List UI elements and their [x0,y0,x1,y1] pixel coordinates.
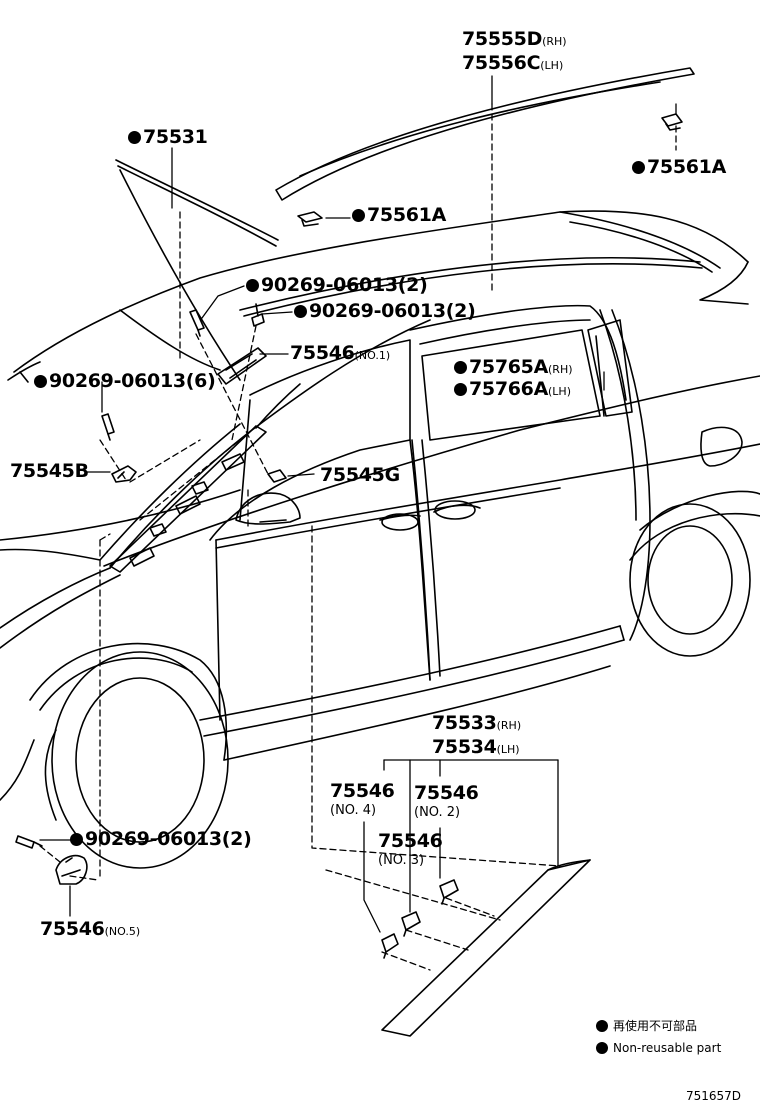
clip-75546-no2 [439,879,459,905]
callout-75533: 75533(RH) [432,714,521,733]
legend-dot [596,1020,608,1032]
part-number: 75561A [367,204,447,226]
callout-75545g: 75545G [320,466,400,485]
fastener-90269-a [189,309,205,337]
legend-english-text: Non-reusable part [613,1041,722,1055]
clip-75545b [111,465,137,483]
part-suffix: (NO.5) [104,925,141,938]
callout-75555d: 75555D(RH) [462,30,567,49]
part-number: 75545G [320,464,400,486]
callout-90269-06013-a: 90269-06013(2) [246,274,428,296]
clip-75546-no3 [401,911,421,937]
legend-english: Non-reusable part [596,1042,721,1054]
legend-japanese-text: 再使用不可部品 [613,1019,698,1033]
clip-75546-no4 [381,933,399,959]
part-suffix: (NO.1) [354,349,391,362]
legend-japanese: 再使用不可部品 [596,1020,697,1032]
part-suffix: (RH) [542,35,567,48]
part-number: 75556C [462,52,541,74]
part-number: 90269-06013(6) [49,370,216,392]
part-number: 75546 [414,782,479,804]
part-number: 75561A [647,156,727,178]
windshield-molding [115,159,279,247]
part-suffix: (LH) [548,385,571,398]
callout-75546-no2: 75546 (NO. 2) [414,782,479,820]
legend-dot [596,1042,608,1054]
part-number: 75546 [378,830,443,852]
fastener-90269-d [15,835,43,849]
part-suffix: (LH) [496,743,520,756]
part-suffix: (RH) [548,363,573,376]
a-pillar-garnish [109,383,301,573]
part-number: 75533 [432,712,497,734]
part-number: 90269-06013(2) [309,300,476,322]
clip-75545g [267,469,287,483]
callout-75765a: 75765A(RH) [454,358,573,377]
leader-lines [39,75,677,933]
callout-75561a-mid: 75561A [352,206,446,225]
callout-75546-no1: 75546(NO.1) [290,344,390,363]
callout-75546-no3: 75546 (NO. 3) [378,830,443,868]
part-number: 75546 [40,918,105,940]
non-reusable-dot [352,209,365,222]
part-sub: (NO. 4) [330,803,377,818]
rocker-molding [381,859,591,1037]
non-reusable-dot [454,383,467,396]
callout-90269-06013-d: 90269-06013(2) [70,828,252,850]
callout-90269-06013-b: 90269-06013(2) [294,300,476,322]
part-number: 90269-06013(2) [85,828,252,850]
part-number: 75545B [10,460,89,482]
clip-75546-no5 [55,854,88,885]
non-reusable-dot [34,375,47,388]
dashed-guide-lines [39,103,677,971]
callout-75545b: 75545B [10,462,89,481]
part-number: 75531 [143,126,208,148]
non-reusable-dot [454,361,467,374]
non-reusable-dot [246,279,259,292]
part-sub: (NO. 2) [414,805,461,820]
part-suffix: (LH) [540,59,564,72]
callout-75556c: 75556C(LH) [462,54,563,73]
part-number: 90269-06013(2) [261,274,428,296]
callout-75534: 75534(LH) [432,738,520,757]
non-reusable-dot [632,161,645,174]
part-sub: (NO. 3) [378,853,425,868]
part-number: 75555D [462,28,543,50]
callout-75531: 75531 [128,128,208,147]
part-number: 75766A [469,378,549,400]
part-number: 75534 [432,736,497,758]
callout-75546-no4: 75546 (NO. 4) [330,780,395,818]
non-reusable-dot [70,833,83,846]
vehicle-body [0,169,760,869]
fastener-90269-c [101,413,115,441]
rail-clip-mid [297,211,323,227]
clip-75546-no1 [217,347,267,385]
part-number: 75546 [330,780,395,802]
non-reusable-dot [294,305,307,318]
fastener-90269-b [251,303,265,327]
non-reusable-dot [128,131,141,144]
callout-90269-06013-c: 90269-06013(6) [34,370,216,392]
roof-rail-molding [275,67,695,201]
part-number: 75546 [290,342,355,364]
callout-75561a-top: 75561A [632,158,726,177]
callout-75546-no5: 75546(NO.5) [40,920,140,939]
illustration-code: 751657D [686,1089,742,1103]
rail-clip-top [661,113,683,131]
callout-75766a: 75766A(LH) [454,380,571,399]
part-number: 75765A [469,356,549,378]
part-suffix: (RH) [496,719,522,732]
